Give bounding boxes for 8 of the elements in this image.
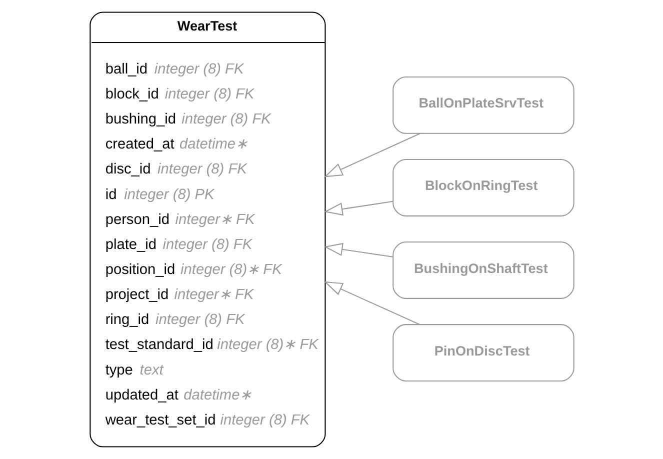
node-box: BallOnPlateSrvTest [392, 76, 574, 134]
node-box: BushingOnShaftTest [392, 242, 574, 299]
node-box: BlockOnRingTest [392, 159, 574, 216]
arrow [323, 200, 392, 216]
arrow [323, 242, 392, 258]
arrow [323, 132, 420, 178]
node-box: PinOnDiscTest [392, 324, 574, 382]
arrow [323, 281, 420, 325]
